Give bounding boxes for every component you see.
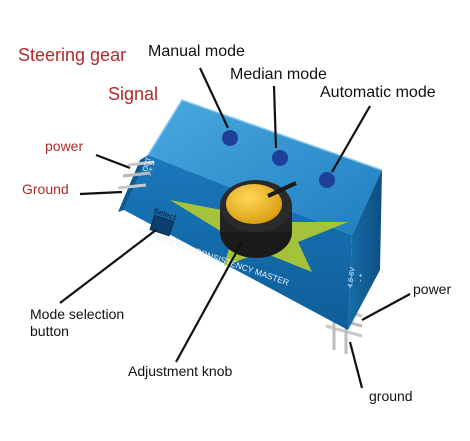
pointer-median (272, 85, 278, 149)
median-led-icon (272, 150, 288, 166)
pointer-ground-right (348, 341, 364, 389)
steering-gear-label: Steering gear (18, 45, 127, 65)
pointer-ground-left (79, 190, 123, 196)
adjustment-knob-icon (220, 180, 297, 258)
automatic-mode-label: Automatic mode (320, 84, 436, 101)
pin-marks-left: - + S (147, 160, 157, 176)
pointer-lines (59, 67, 411, 389)
mode-leds (222, 130, 335, 188)
median-mode-label: Median mode (230, 66, 327, 83)
power-right-label: power (413, 281, 452, 297)
pointer-power-left (95, 153, 131, 170)
pointer-automatic (331, 105, 371, 173)
ground-left-label: Ground (22, 181, 69, 197)
automatic-led-icon (319, 172, 335, 188)
pointer-mode-selection (59, 229, 157, 304)
mode-selection-label-line1: Mode selection (30, 306, 125, 322)
manual-led-icon (222, 130, 238, 146)
pointer-power-right (361, 293, 411, 321)
ground-right-label: ground (369, 388, 413, 404)
pointer-knob (175, 241, 243, 363)
power-left-label: power (45, 138, 84, 154)
adjustment-knob-label: Adjustment knob (128, 363, 233, 379)
signal-label: Signal (108, 84, 159, 104)
pin-marks-right: - + (357, 273, 365, 282)
mode-selection-label: Mode selection button (30, 306, 124, 340)
manual-mode-label: Manual mode (148, 43, 245, 60)
out-marking: OUT (142, 156, 153, 173)
mode-selection-label-line2: button (30, 322, 69, 339)
left-servo-pins (117, 160, 155, 190)
pointer-manual (199, 67, 229, 129)
voltage-marking: 4.8-6V (347, 267, 357, 289)
